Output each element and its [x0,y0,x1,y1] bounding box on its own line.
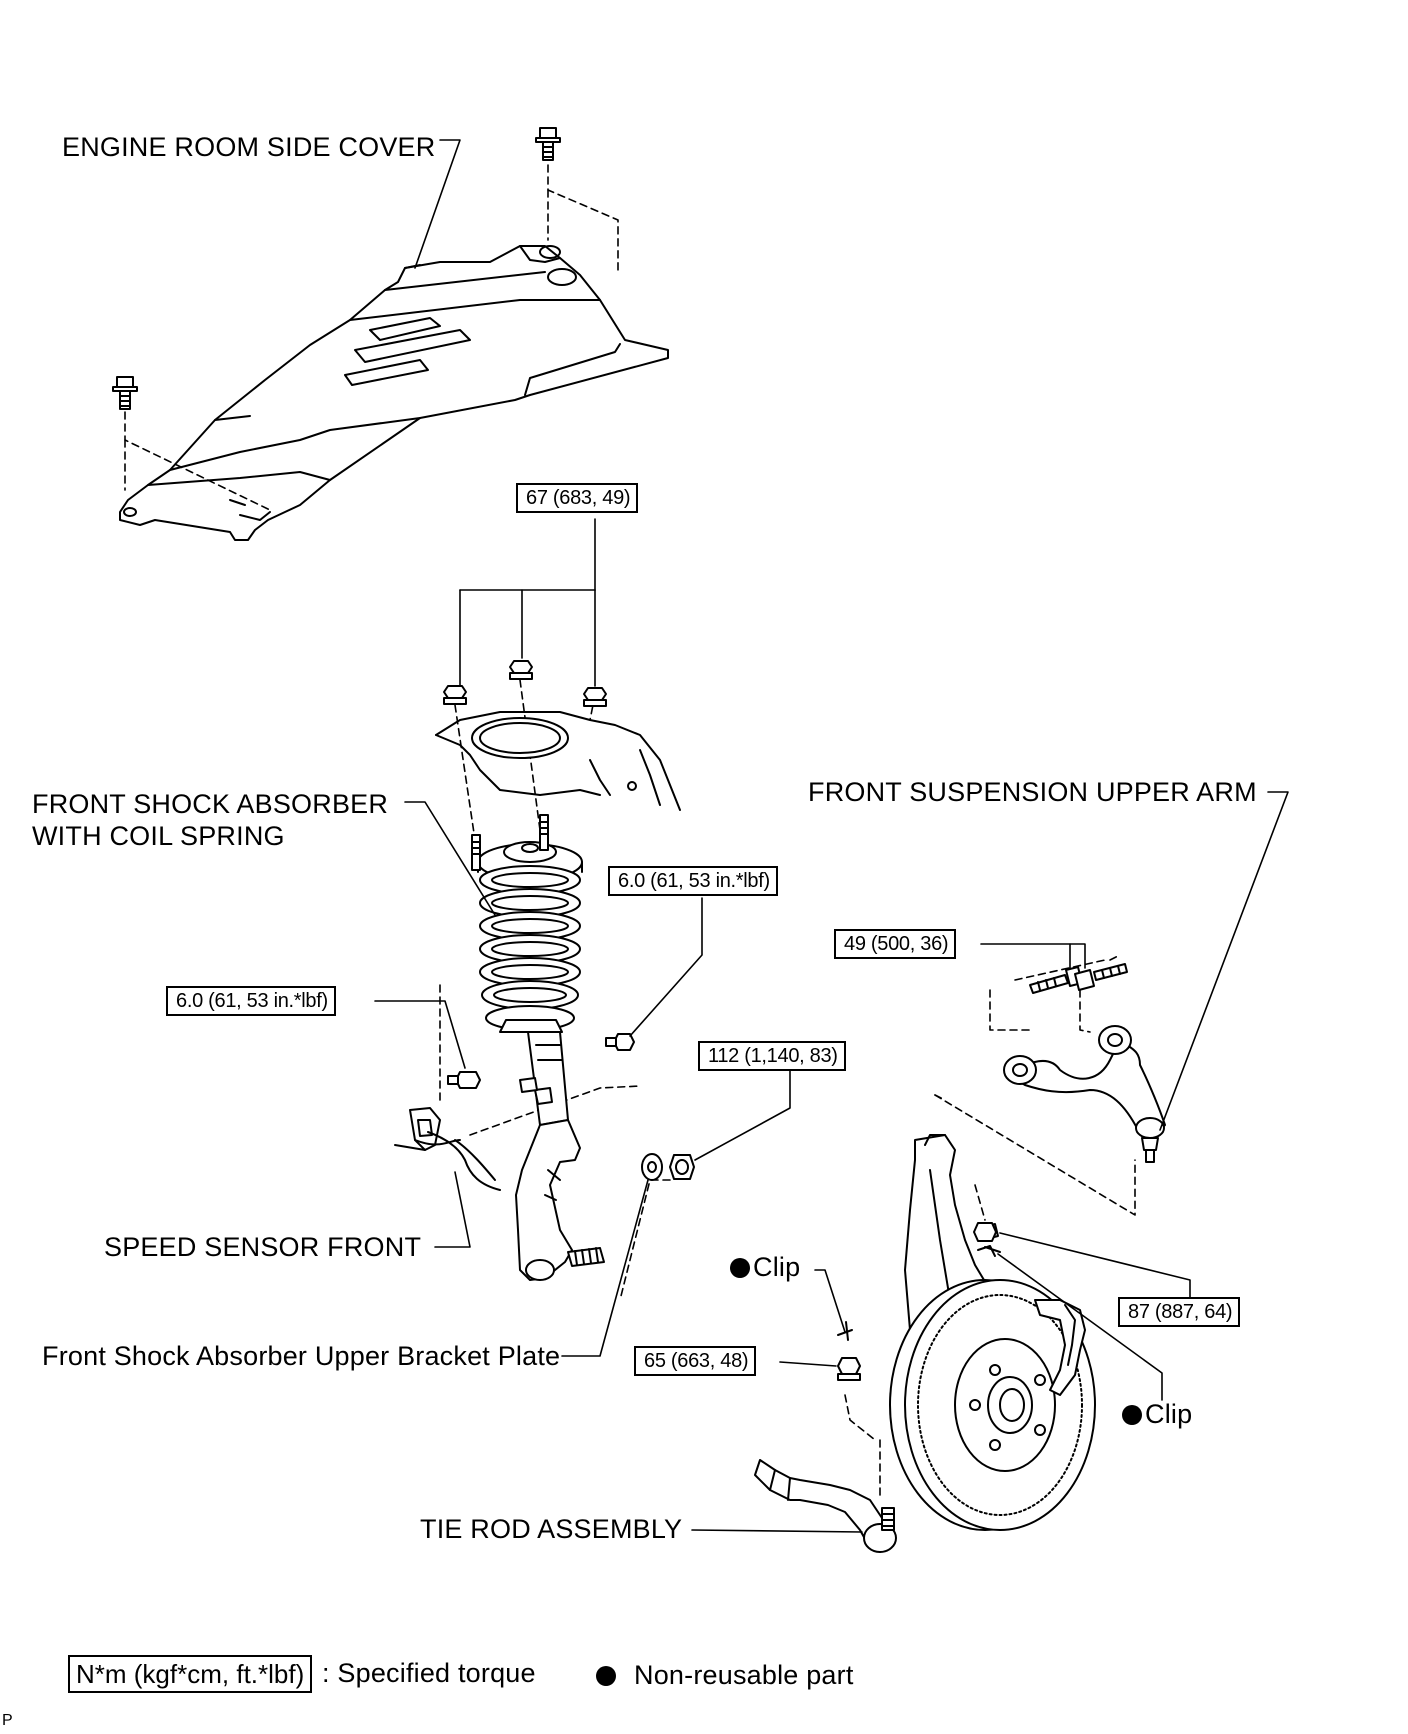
label-front-shock-absorber: FRONT SHOCK ABSORBER WITH COIL SPRING [32,789,389,852]
clip-text: Clip [753,1252,801,1282]
bracket-nut [669,1154,695,1180]
knuckle-nut [973,1222,997,1242]
corner-mark: P [2,1712,13,1729]
non-reusable-dot-icon [730,1258,750,1278]
brake-rotor-illustration [889,1279,1096,1531]
torque-bracket-nut: 112 (1,140, 83) [698,1041,846,1071]
tie-rod-nut [837,1357,861,1381]
leader-lines [374,139,1289,1533]
coil-spring [479,865,581,1031]
label-clip-left: Clip [730,1254,800,1281]
cover-bolt-left [112,376,138,410]
cover-bolt-top [535,127,561,161]
sensor-bolt-2 [605,1033,635,1051]
legend-non-reusable-text: Non-reusable part [634,1660,854,1690]
label-speed-sensor-front: SPEED SENSOR FRONT [104,1232,422,1262]
knuckle-clip [977,1245,1001,1257]
label-upper-bracket-plate: Front Shock Absorber Upper Bracket Plate [42,1341,561,1371]
engine-room-side-cover-illustration [112,127,669,541]
label-engine-room-side-cover: ENGINE ROOM SIDE COVER [62,132,436,162]
brake-caliper-illustration [1034,1299,1086,1396]
legend-non-reusable: Non-reusable part [596,1662,854,1689]
torque-upper-arm-bolts: 49 (500, 36) [834,929,957,959]
legend-torque-unit: N*m (kgf*cm, ft.*lbf) [68,1655,313,1693]
torque-strut-nuts: 67 (683, 49) [516,483,639,513]
shock-absorber-illustration [471,814,695,1281]
legend-torque-text: : Specified torque [322,1658,536,1688]
torque-sensor-bracket-bolt: 6.0 (61, 53 in.*lbf) [166,986,336,1016]
torque-sensor-bolt: 6.0 (61, 53 in.*lbf) [608,866,778,896]
sensor-bolt-1 [447,1071,481,1089]
label-front-suspension-upper-arm: FRONT SUSPENSION UPPER ARM [808,777,1257,807]
strut-nut-2 [509,660,533,680]
non-reusable-dot-icon [596,1666,616,1686]
bracket-washer [641,1153,663,1181]
upper-arm-bolt-2 [1074,963,1128,991]
tie-rod-illustration [754,1459,897,1553]
torque-upper-arm-nut: 87 (887, 64) [1118,1297,1241,1327]
clip-text: Clip [1145,1399,1193,1429]
torque-tie-rod-nut: 65 (663, 48) [634,1346,757,1376]
label-clip-right: Clip [1122,1401,1192,1428]
label-tie-rod-assembly: TIE ROD ASSEMBLY [420,1514,683,1544]
strut-tower-mount [435,660,681,811]
speed-sensor-illustration [394,1033,635,1191]
strut-nut-1 [443,685,467,705]
non-reusable-dot-icon [1122,1405,1142,1425]
strut-nut-3 [583,687,607,707]
upper-arm-illustration [1003,963,1166,1163]
